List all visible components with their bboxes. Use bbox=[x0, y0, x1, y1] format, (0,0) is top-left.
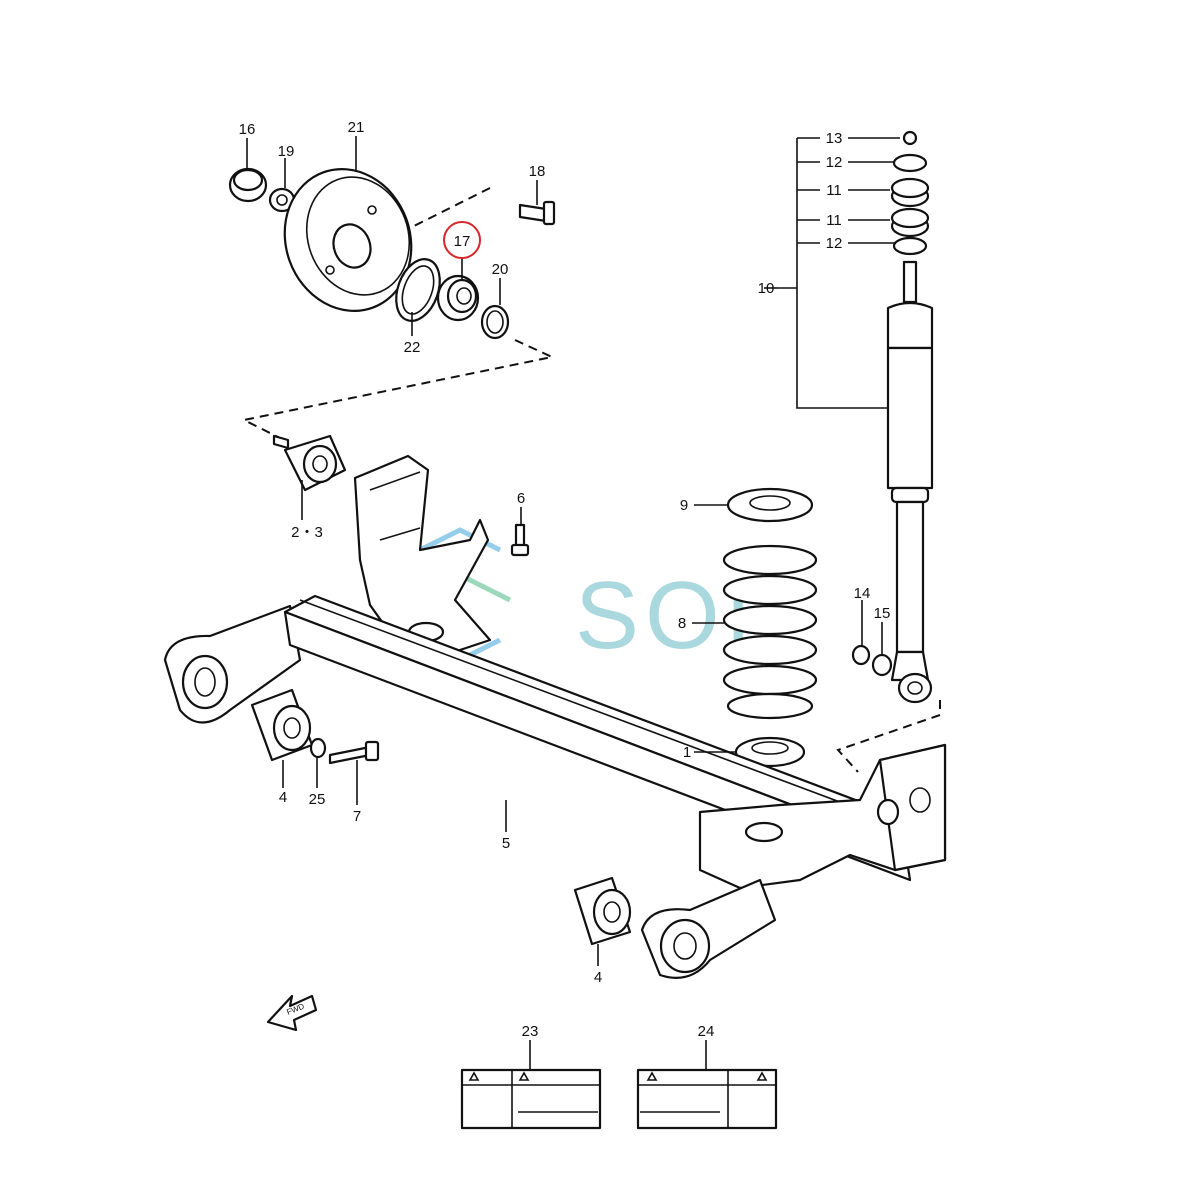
callout-11-top: 11 bbox=[826, 182, 842, 199]
part-9-upper-seat bbox=[726, 487, 814, 523]
callout-11-bottom: 11 bbox=[826, 212, 842, 229]
part-2-3-hub bbox=[272, 434, 347, 492]
callout-23: 23 bbox=[522, 1023, 539, 1040]
callout-13: 13 bbox=[826, 130, 843, 147]
part-23-label-plate bbox=[460, 1068, 602, 1130]
callout-4-left: 4 bbox=[279, 789, 287, 806]
part-13-nut bbox=[902, 130, 918, 146]
part-17-bearing bbox=[436, 274, 480, 322]
part-22-seal bbox=[395, 258, 441, 322]
callout-25: 25 bbox=[309, 791, 326, 808]
callout-22: 22 bbox=[404, 339, 421, 356]
guide-line-hub bbox=[240, 339, 556, 441]
brake-drum-group bbox=[228, 167, 556, 340]
spring-group bbox=[722, 487, 818, 768]
callout-7: 7 bbox=[353, 808, 361, 825]
part-12-washer-top bbox=[892, 153, 928, 173]
part-11-bushing-top bbox=[890, 177, 930, 208]
callout-17: 17 bbox=[454, 233, 471, 250]
callout-16: 16 bbox=[239, 121, 256, 138]
callout-1: 1 bbox=[683, 744, 691, 761]
part-10-shock-absorber bbox=[886, 260, 934, 704]
callout-2-3: 2・3 bbox=[291, 524, 323, 541]
part-6-bolt bbox=[510, 523, 530, 557]
callout-12-top: 12 bbox=[826, 154, 843, 171]
callout-8: 8 bbox=[678, 615, 686, 632]
callout-21: 21 bbox=[348, 119, 365, 136]
callout-14: 14 bbox=[854, 585, 871, 602]
fwd-arrow-icon: FWD bbox=[266, 994, 318, 1032]
part-21-drum bbox=[283, 167, 413, 313]
leader-lines bbox=[246, 136, 883, 1070]
callout-12-bottom: 12 bbox=[826, 235, 843, 252]
part-4-bushing-right bbox=[573, 876, 632, 946]
callout-19: 19 bbox=[278, 143, 295, 160]
highlight-circle-17 bbox=[443, 221, 481, 259]
part-12-washer-bottom bbox=[892, 236, 928, 256]
part-8-coil-spring bbox=[722, 544, 818, 720]
callout-10: 10 bbox=[758, 280, 775, 297]
callout-4-right: 4 bbox=[594, 969, 602, 986]
part-14-nut bbox=[851, 644, 871, 666]
bracket-10 bbox=[796, 138, 890, 409]
callout-18: 18 bbox=[529, 163, 546, 180]
shock-absorber-group bbox=[778, 130, 934, 704]
part-25-washer bbox=[309, 737, 327, 759]
part-7-bolt bbox=[328, 740, 380, 765]
callout-24: 24 bbox=[698, 1023, 715, 1040]
part-24-label-plate bbox=[636, 1068, 778, 1130]
part-15-washer bbox=[871, 653, 893, 677]
part-4-bushing-left bbox=[250, 688, 314, 762]
part-11-bushing-bottom bbox=[890, 207, 930, 238]
callout-numbers: 16 19 21 18 17 20 22 13 12 11 11 12 10 2… bbox=[239, 119, 891, 1040]
callout-6: 6 bbox=[517, 490, 525, 507]
part-18-bolt bbox=[518, 200, 556, 226]
guide-line-shock bbox=[836, 700, 941, 773]
part-20-ring bbox=[480, 304, 510, 340]
part-16-cap bbox=[228, 167, 268, 203]
guide-line-18 bbox=[409, 187, 491, 229]
callout-9: 9 bbox=[680, 497, 688, 514]
callout-20: 20 bbox=[492, 261, 509, 278]
callout-15: 15 bbox=[874, 605, 891, 622]
callout-5: 5 bbox=[502, 835, 510, 852]
part-5-axle-beam bbox=[163, 454, 947, 979]
